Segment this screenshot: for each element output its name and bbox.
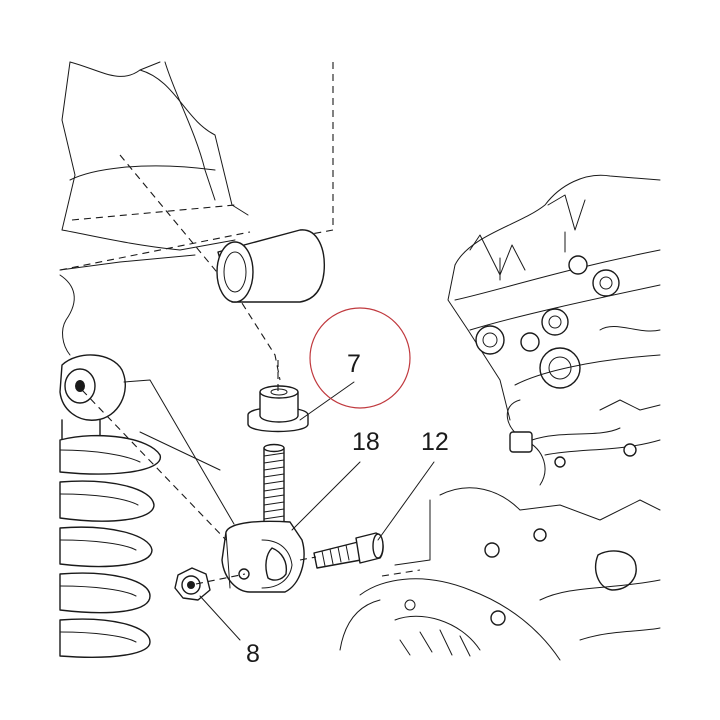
part-12-bolt	[313, 532, 384, 569]
part-8-nut	[174, 567, 211, 601]
shock-absorber	[59, 354, 161, 658]
part-7-bushing	[247, 385, 309, 433]
engine-crankcase	[339, 487, 661, 661]
frame-outline	[59, 61, 334, 381]
engine-cylinder-head	[447, 174, 661, 421]
callout-7: 7	[347, 350, 361, 378]
assembly-axis-lines	[81, 360, 421, 585]
frame-mount-boss	[216, 229, 325, 303]
callout-18: 18	[352, 428, 380, 456]
part-18-threaded-bracket	[221, 443, 305, 593]
leader-lines	[199, 381, 435, 641]
callout-7-highlight-circle	[309, 307, 411, 409]
callout-12: 12	[421, 428, 449, 456]
engine-wiring	[506, 399, 661, 486]
callout-8: 8	[246, 640, 260, 668]
